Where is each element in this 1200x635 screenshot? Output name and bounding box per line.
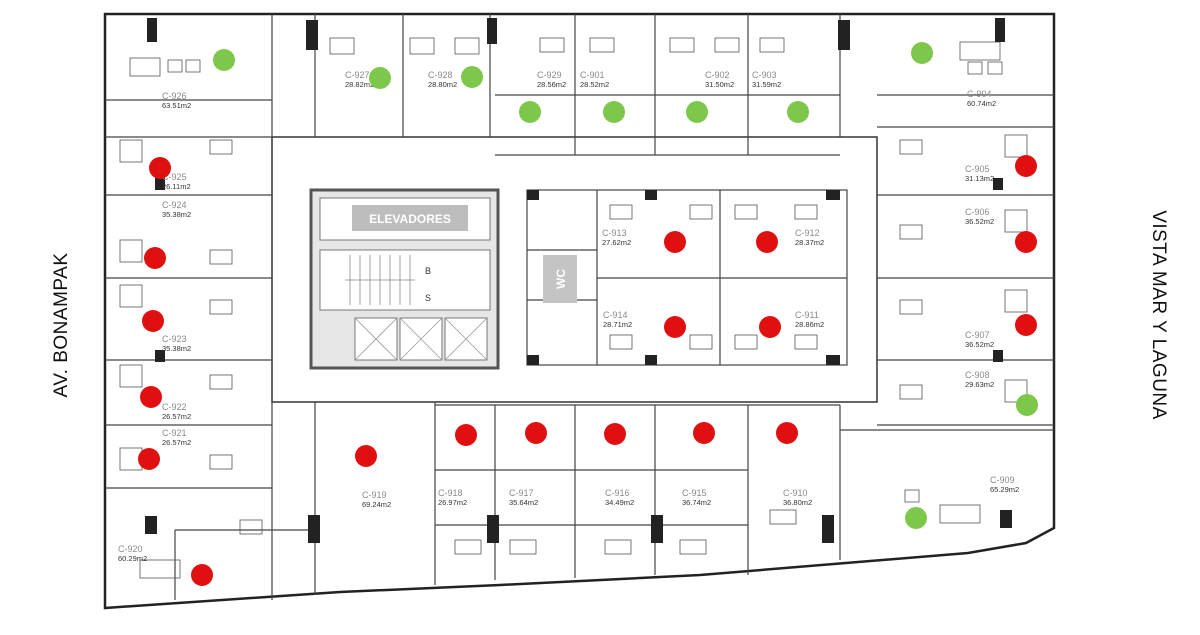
status-marker-c-902-available[interactable]	[686, 101, 708, 123]
unit-area-c-924: 35.38m2	[162, 210, 191, 219]
status-marker-c-913-sold[interactable]	[664, 231, 686, 253]
unit-code-c-929: C-929	[537, 70, 562, 80]
unit-code-c-925: C-925	[162, 172, 187, 182]
stair-label-up: B	[425, 266, 431, 276]
elevators-label-box	[352, 205, 468, 231]
unit-code-c-908: C-908	[965, 370, 990, 380]
status-marker-c-912-sold[interactable]	[756, 231, 778, 253]
structural-columns	[145, 18, 1012, 543]
unit-area-c-905: 31.13m2	[965, 174, 994, 183]
unit-code-c-914: C-914	[603, 310, 628, 320]
status-marker-c-906-sold[interactable]	[1015, 231, 1037, 253]
unit-area-c-912: 28.37m2	[795, 238, 824, 247]
unit-area-c-902: 31.50m2	[705, 80, 734, 89]
status-marker-c-903-available[interactable]	[787, 101, 809, 123]
status-marker-c-929-available[interactable]	[519, 101, 541, 123]
status-marker-c-916-sold[interactable]	[604, 423, 626, 445]
unit-area-c-926: 63.51m2	[162, 101, 191, 110]
status-marker-c-909-available[interactable]	[905, 507, 927, 529]
unit-area-c-922: 26.57m2	[162, 412, 191, 421]
unit-code-c-918: C-918	[438, 488, 463, 498]
unit-area-c-915: 36.74m2	[682, 498, 711, 507]
status-marker-c-925-sold[interactable]	[149, 157, 171, 179]
unit-area-c-913: 27.62m2	[602, 238, 631, 247]
unit-area-c-918: 26.97m2	[438, 498, 467, 507]
unit-code-c-904: C-904	[967, 89, 992, 99]
unit-code-c-901: C-901	[580, 70, 605, 80]
status-marker-c-920-sold[interactable]	[191, 564, 213, 586]
unit-area-c-920: 60.29m2	[118, 554, 147, 563]
status-marker-c-923-sold[interactable]	[142, 310, 164, 332]
unit-code-c-927: C-927	[345, 70, 370, 80]
unit-area-c-925: 26.11m2	[162, 182, 191, 191]
unit-area-c-907: 36.52m2	[965, 340, 994, 349]
unit-area-c-908: 29.63m2	[965, 380, 994, 389]
unit-code-c-910: C-910	[783, 488, 808, 498]
unit-code-c-905: C-905	[965, 164, 990, 174]
wc-label: WC	[554, 269, 568, 289]
unit-code-c-928: C-928	[428, 70, 453, 80]
status-marker-c-904-available[interactable]	[911, 42, 933, 64]
unit-code-c-926: C-926	[162, 91, 187, 101]
status-marker-c-919-sold[interactable]	[355, 445, 377, 467]
status-marker-c-918-sold[interactable]	[455, 424, 477, 446]
status-marker-c-927-available[interactable]	[369, 67, 391, 89]
unit-area-c-911: 28.86m2	[795, 320, 824, 329]
unit-area-c-917: 35.64m2	[509, 498, 538, 507]
status-marker-c-910-sold[interactable]	[776, 422, 798, 444]
status-marker-c-924-sold[interactable]	[144, 247, 166, 269]
unit-area-c-928: 28.80m2	[428, 80, 457, 89]
status-marker-c-926-available[interactable]	[213, 49, 235, 71]
unit-code-c-922: C-922	[162, 402, 187, 412]
unit-code-c-911: C-911	[795, 310, 819, 320]
unit-area-c-914: 28.71m2	[603, 320, 632, 329]
unit-area-c-919: 69.24m2	[362, 500, 391, 509]
status-marker-c-907-sold[interactable]	[1015, 314, 1037, 336]
status-marker-c-922-sold[interactable]	[140, 386, 162, 408]
unit-code-c-906: C-906	[965, 207, 990, 217]
unit-area-c-923: 35.38m2	[162, 344, 191, 353]
status-marker-c-921-sold[interactable]	[138, 448, 160, 470]
unit-code-c-913: C-913	[602, 228, 627, 238]
unit-code-c-920: C-920	[118, 544, 143, 554]
status-marker-c-928-available[interactable]	[461, 66, 483, 88]
unit-area-c-909: 65.29m2	[990, 485, 1019, 494]
core-block: ELEVADORES B S	[309, 188, 500, 370]
status-marker-c-917-sold[interactable]	[525, 422, 547, 444]
status-marker-c-914-sold[interactable]	[664, 316, 686, 338]
unit-code-c-903: C-903	[752, 70, 777, 80]
unit-area-c-921: 26.57m2	[162, 438, 191, 447]
unit-code-c-912: C-912	[795, 228, 820, 238]
status-marker-c-901-available[interactable]	[603, 101, 625, 123]
unit-area-c-929: 28.56m2	[537, 80, 566, 89]
unit-code-c-909: C-909	[990, 475, 1015, 485]
unit-area-c-910: 36.80m2	[783, 498, 812, 507]
unit-area-c-906: 36.52m2	[965, 217, 994, 226]
status-marker-c-911-sold[interactable]	[759, 316, 781, 338]
status-marker-c-915-sold[interactable]	[693, 422, 715, 444]
stair-label-down: S	[425, 293, 431, 303]
unit-code-c-919: C-919	[362, 490, 387, 500]
status-marker-c-908-available[interactable]	[1016, 394, 1038, 416]
unit-code-c-917: C-917	[509, 488, 534, 498]
unit-code-c-923: C-923	[162, 334, 187, 344]
unit-code-c-916: C-916	[605, 488, 630, 498]
unit-code-c-924: C-924	[162, 200, 187, 210]
unit-area-c-903: 31.59m2	[752, 80, 781, 89]
unit-area-c-901: 28.52m2	[580, 80, 609, 89]
unit-area-c-916: 34.49m2	[605, 498, 634, 507]
wc-label-box	[543, 255, 577, 303]
status-marker-c-905-sold[interactable]	[1015, 155, 1037, 177]
unit-area-c-927: 28.82m2	[345, 80, 374, 89]
elevators-label: ELEVADORES	[369, 212, 451, 226]
unit-code-c-902: C-902	[705, 70, 730, 80]
unit-code-c-907: C-907	[965, 330, 990, 340]
unit-code-c-921: C-921	[162, 428, 187, 438]
unit-area-c-904: 60.74m2	[967, 99, 996, 108]
unit-code-c-915: C-915	[682, 488, 707, 498]
furniture	[119, 37, 1028, 579]
